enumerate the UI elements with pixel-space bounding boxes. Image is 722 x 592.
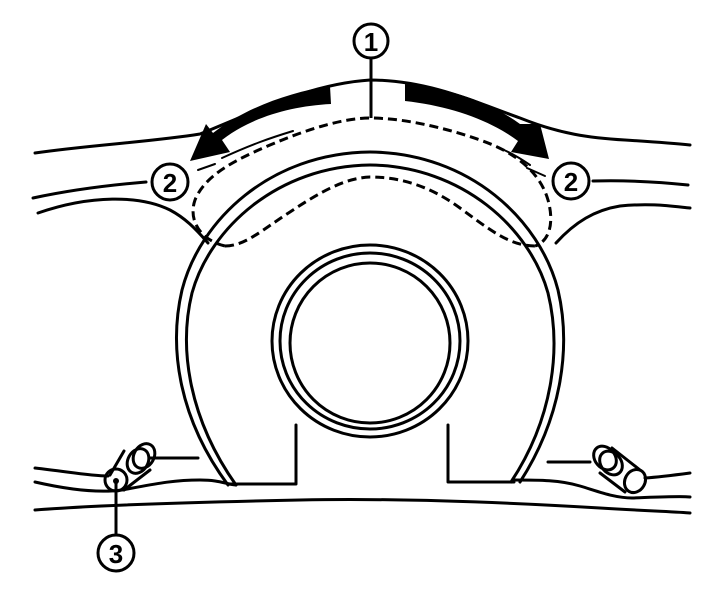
cluster-outer-ring — [175, 150, 566, 487]
callout-2-left-label: 2 — [163, 168, 177, 198]
hood-outline-inner-dashed — [224, 175, 536, 248]
gauge-pedestal — [226, 423, 516, 486]
callout-1: 1 — [352, 22, 390, 118]
callout-3: 3 — [96, 481, 136, 573]
pull-arrow-left-icon — [190, 86, 331, 161]
gauge-rings — [270, 243, 470, 439]
left-switch-knob — [103, 442, 157, 493]
pull-arrow-right-icon — [405, 84, 549, 159]
callout-2-right: 2 — [551, 161, 591, 201]
dashboard-panel-outline — [31, 78, 692, 245]
right-switch-knob — [592, 444, 648, 495]
callout-3-label: 3 — [109, 539, 123, 569]
callout-2-right-label: 2 — [564, 167, 578, 197]
hood-outline-outer-dashed — [191, 116, 553, 248]
callout-1-label: 1 — [364, 27, 378, 57]
callout-2-left: 2 — [150, 162, 190, 202]
lower-dash-lines — [33, 456, 692, 515]
